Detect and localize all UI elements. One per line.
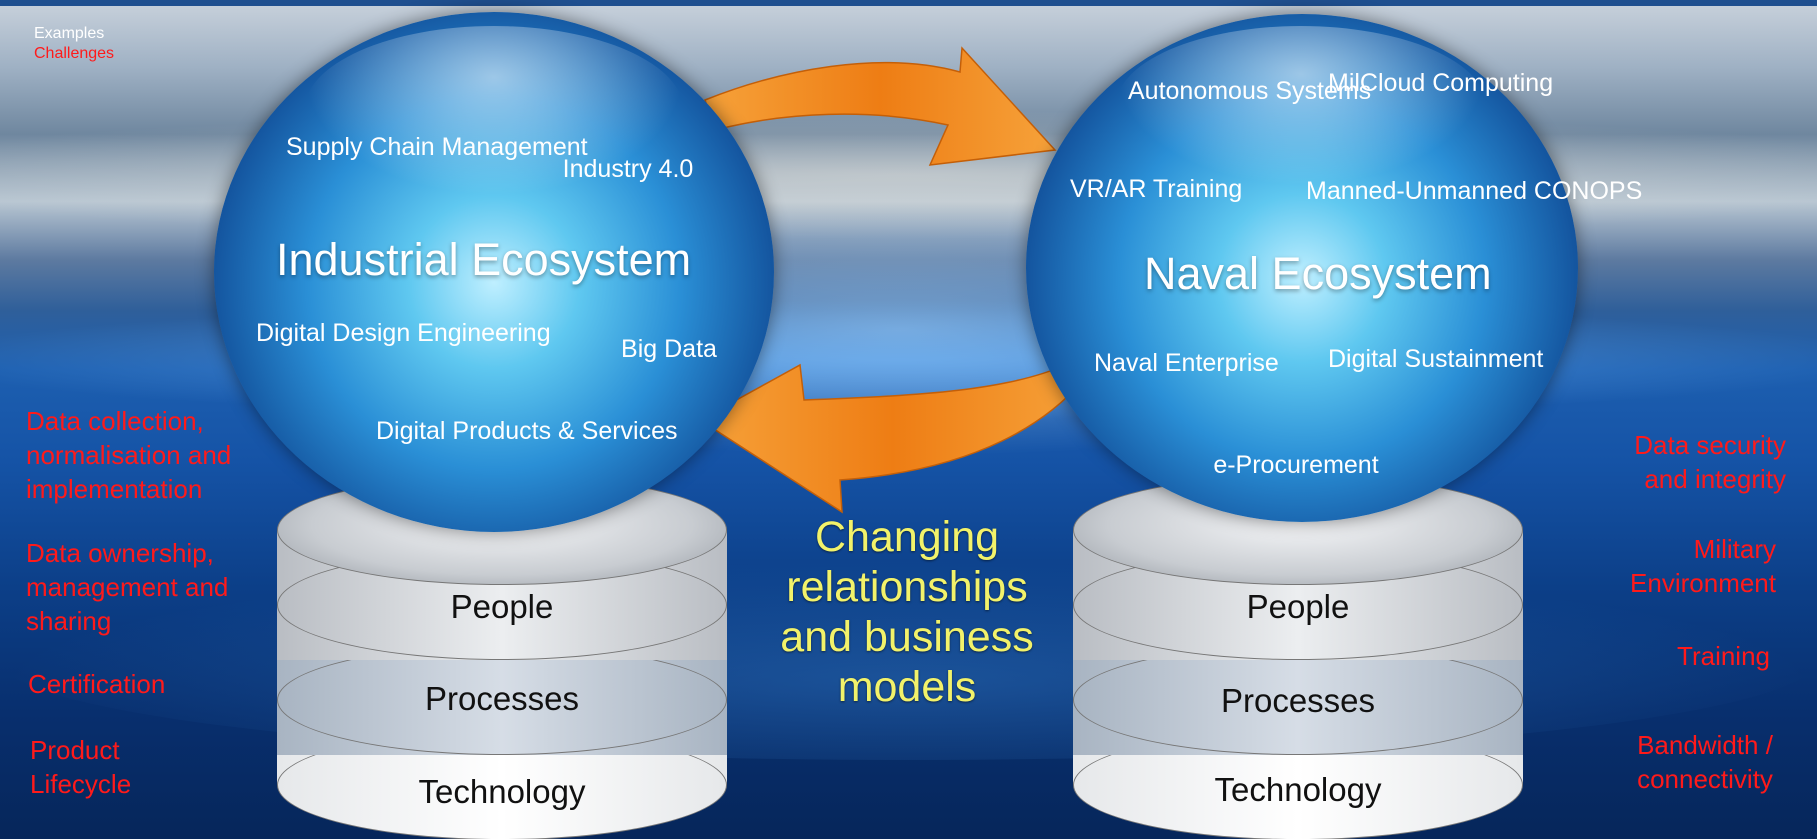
- naval-example-milcloud: MilCloud Computing: [1328, 69, 1554, 97]
- industrial-example-big-data: Big Data: [621, 335, 717, 363]
- left-challenge-4: Product Lifecycle: [30, 735, 132, 799]
- legend-examples: Examples: [34, 25, 105, 42]
- naval-title: Naval Ecosystem: [1144, 248, 1492, 299]
- naval-example-sustainment: Digital Sustainment: [1328, 345, 1544, 373]
- arrow-top-icon: [704, 46, 1057, 166]
- right-challenge-1: Data security and integrity: [1634, 430, 1786, 494]
- left-challenge-3: Certification: [28, 669, 166, 699]
- right-challenge-2: Military Environment: [1630, 534, 1776, 598]
- naval-cylinder: People Processes Technology: [1073, 475, 1523, 839]
- industrial-example-industry40: Industry 4.0: [562, 155, 694, 183]
- naval-example-manned: Manned-Unmanned CONOPS: [1306, 177, 1643, 205]
- naval-example-eprocurement: e-Procurement: [1213, 451, 1379, 479]
- industrial-example-supply-chain: Supply Chain Management: [286, 133, 588, 161]
- naval-sphere: Autonomous Systems MilCloud Computing VR…: [1026, 14, 1643, 522]
- arrow-bottom-icon: [698, 363, 1087, 514]
- naval-layer-people: People: [1246, 588, 1350, 625]
- industrial-layer-technology: Technology: [418, 773, 586, 810]
- legend: Examples Challenges: [34, 24, 114, 64]
- industrial-example-digital-products: Digital Products & Services: [376, 417, 678, 445]
- naval-example-enterprise: Naval Enterprise: [1094, 349, 1279, 377]
- left-challenge-2: Data ownership, management and sharing: [26, 538, 229, 636]
- right-challenge-4: Bandwidth / connectivity: [1637, 730, 1773, 794]
- industrial-layer-people: People: [450, 588, 554, 625]
- center-caption: Changing relationships and business mode…: [780, 513, 1034, 711]
- naval-example-autonomous: Autonomous Systems: [1128, 77, 1372, 105]
- right-challenge-3: Training: [1677, 641, 1770, 671]
- industrial-title: Industrial Ecosystem: [276, 234, 692, 285]
- top-border: [0, 0, 1817, 6]
- naval-layer-technology: Technology: [1214, 771, 1382, 808]
- industrial-example-digital-design: Digital Design Engineering: [256, 319, 551, 347]
- left-challenge-1: Data collection, normalisation and imple…: [26, 406, 232, 504]
- naval-example-vrar: VR/AR Training: [1070, 175, 1243, 203]
- industrial-layer-processes: Processes: [424, 680, 580, 717]
- industrial-sphere: Supply Chain Management Industry 4.0 Ind…: [214, 12, 774, 532]
- naval-layer-processes: Processes: [1220, 682, 1376, 719]
- legend-challenges: Challenges: [34, 45, 115, 62]
